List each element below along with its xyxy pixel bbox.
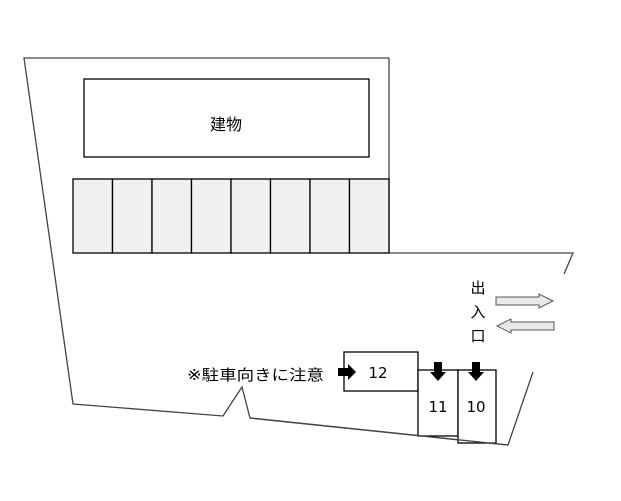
parking-slot bbox=[151, 178, 193, 254]
slot-11-label: 11 bbox=[428, 398, 447, 416]
parking-slot bbox=[72, 178, 114, 254]
parking-slot-10 bbox=[457, 369, 497, 444]
enter-arrow-left-icon bbox=[495, 318, 555, 334]
entrance-char-3: 口 bbox=[470, 327, 485, 345]
lot-boundary-upper-right bbox=[388, 58, 574, 275]
entrance-label: 出 入 口 bbox=[470, 279, 485, 345]
lot-boundary-bottom bbox=[249, 417, 509, 446]
building-label: 建物 bbox=[210, 115, 242, 134]
building bbox=[83, 78, 370, 158]
upper-parking-row bbox=[72, 178, 390, 254]
entrance-char-2: 入 bbox=[470, 303, 485, 321]
exit-arrow-right-icon bbox=[495, 293, 555, 309]
parking-slot bbox=[269, 178, 311, 254]
parking-slot bbox=[111, 178, 153, 254]
arrow-down-icon bbox=[430, 362, 446, 381]
arrow-down-icon bbox=[468, 362, 484, 381]
parking-slot bbox=[190, 178, 232, 254]
arrow-right-icon bbox=[338, 364, 356, 380]
slot-10-label: 10 bbox=[466, 398, 485, 416]
entrance-char-1: 出 bbox=[470, 279, 485, 297]
slot-12-label: 12 bbox=[368, 364, 387, 382]
parking-slot bbox=[230, 178, 272, 254]
parking-slot bbox=[309, 178, 351, 254]
parking-slot-12 bbox=[343, 351, 419, 392]
parking-slot bbox=[348, 178, 390, 254]
parking-direction-note: ※駐車向きに注意 bbox=[187, 366, 324, 384]
